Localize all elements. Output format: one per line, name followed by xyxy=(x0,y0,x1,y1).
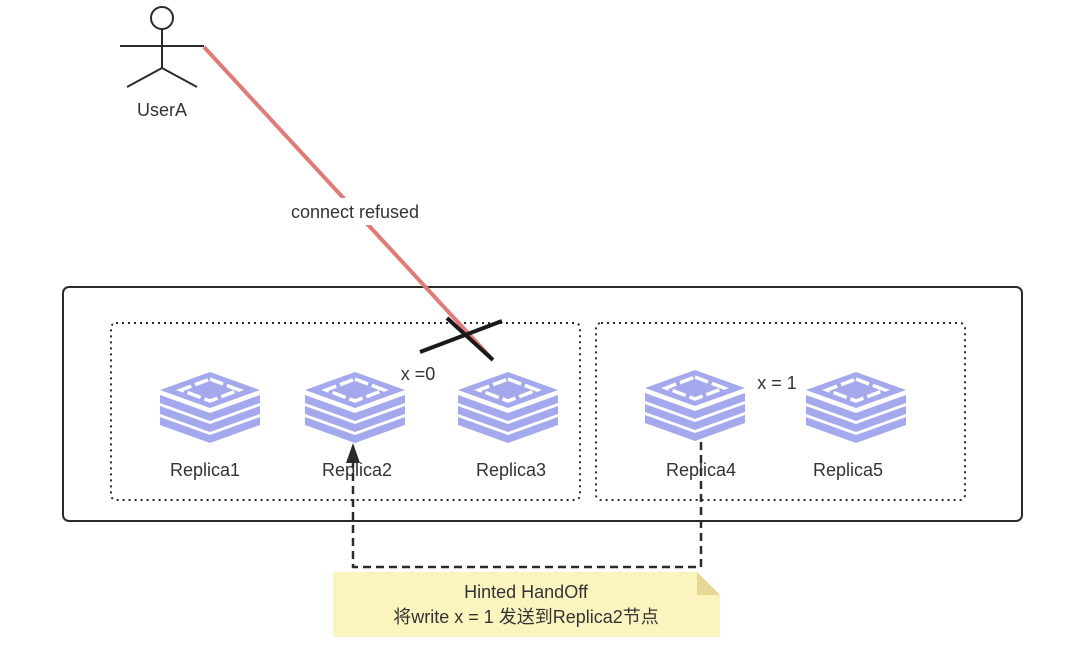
request-label: connect refused xyxy=(291,202,419,222)
actor-label: UserA xyxy=(137,100,187,120)
replica-group-left xyxy=(110,322,581,501)
arrow-up-icon xyxy=(346,443,360,463)
redis-database-icon xyxy=(458,372,558,444)
handoff-note xyxy=(333,572,720,637)
replica-label: Replica3 xyxy=(476,460,546,480)
redis-database-icon xyxy=(160,372,260,444)
note-text: 将write x = 1 发送到Replica2节点 xyxy=(393,607,659,627)
replica-group-right xyxy=(595,322,966,501)
replica-label: Replica2 xyxy=(322,460,392,480)
request-label-bg xyxy=(276,198,434,225)
redis-database-icon xyxy=(806,372,906,444)
redis-database-icon xyxy=(645,370,745,442)
replica-label: Replica4 xyxy=(666,460,736,480)
user-stick-figure-icon xyxy=(120,6,204,88)
group-right-value-label: x = 1 xyxy=(757,373,797,393)
note-title: Hinted HandOff xyxy=(464,582,589,602)
group-left-value-label: x =0 xyxy=(401,364,436,384)
cross-icon xyxy=(419,316,503,362)
replica-label: Replica1 xyxy=(170,460,240,480)
replica-label: Replica5 xyxy=(813,460,883,480)
cluster-box xyxy=(62,286,1023,522)
handoff-dashed-line xyxy=(351,442,703,569)
redis-database-icon xyxy=(305,372,405,444)
